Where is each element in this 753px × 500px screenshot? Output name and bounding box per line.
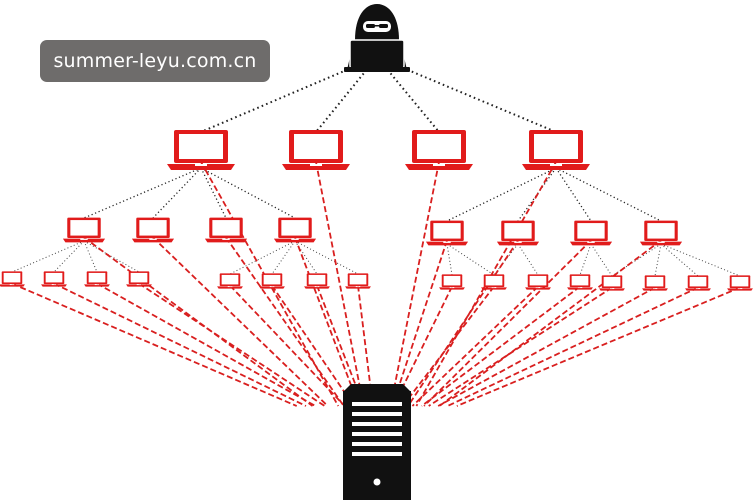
bot-laptop-icon (304, 273, 330, 289)
control-link (383, 65, 440, 133)
control-link (294, 240, 359, 275)
bot-laptop-icon (41, 271, 67, 287)
control-link (83, 240, 98, 273)
bot-laptop-icon (599, 275, 625, 291)
control-link (579, 243, 592, 276)
bot-laptop-icon (62, 217, 106, 243)
attack-link (229, 284, 346, 407)
attack-link (271, 285, 355, 407)
bot-laptop-icon (345, 273, 371, 289)
attack-link (447, 286, 699, 407)
attack-link (11, 282, 298, 407)
bot-laptop-icon (727, 275, 753, 291)
attack-link (411, 285, 539, 407)
attack-link (438, 239, 662, 407)
attack-link (428, 286, 613, 407)
control-link (611, 243, 662, 277)
control-link (446, 243, 453, 276)
control-link (83, 240, 140, 273)
attack-link (152, 236, 329, 407)
control-link (660, 243, 699, 277)
bot-laptop-icon (0, 271, 25, 287)
bot-laptop-icon (525, 274, 551, 290)
bot-laptop-icon (496, 220, 540, 246)
control-link (200, 167, 227, 219)
attack-link (294, 237, 360, 407)
attack-link (138, 282, 326, 407)
bot-laptop-icon (639, 220, 683, 246)
bot-laptop-icon (481, 274, 507, 290)
bot-laptop-icon (405, 130, 473, 170)
bot-laptop-icon (567, 274, 593, 290)
attack-link (456, 286, 741, 407)
control-link (83, 167, 202, 219)
bot-laptop-icon (522, 130, 590, 170)
attack-link (437, 286, 656, 407)
attack-link (389, 161, 440, 407)
control-link (517, 167, 557, 222)
control-link (660, 243, 741, 277)
control-link (229, 240, 296, 275)
attack-link (421, 285, 581, 407)
attack-link (53, 282, 307, 407)
bot-laptops (0, 130, 753, 291)
attacker-icon (344, 4, 410, 72)
attack-link (315, 161, 365, 407)
attack-link (407, 239, 519, 407)
attack-link (96, 282, 316, 407)
control-link (152, 167, 202, 219)
bot-laptop-icon (84, 271, 110, 287)
control-link (11, 240, 85, 273)
control-link (555, 167, 592, 222)
bot-laptop-icon (642, 275, 668, 291)
control-link (590, 243, 613, 277)
attack-link (83, 236, 314, 407)
target-server-icon (343, 384, 411, 500)
attack-link (423, 239, 592, 407)
control-link (654, 243, 662, 277)
bot-laptop-icon (685, 275, 711, 291)
bot-laptop-icon (282, 130, 350, 170)
attack-link (225, 236, 345, 407)
bot-laptop-icon (259, 273, 285, 289)
attack-link (391, 240, 448, 407)
bot-laptop-icon (217, 273, 243, 289)
control-link (398, 65, 557, 133)
watermark-label: summer-leyu.com.cn (40, 40, 270, 82)
control-link (315, 65, 371, 133)
attack-link (402, 286, 495, 407)
bot-laptop-icon (569, 220, 613, 246)
control-link (271, 240, 296, 275)
control-links (11, 65, 741, 277)
attack-link (316, 285, 365, 407)
control-link (446, 167, 557, 222)
control-link (555, 167, 662, 222)
attack-links (11, 161, 741, 407)
bot-laptop-icon (126, 271, 152, 287)
bot-laptop-icon (273, 217, 317, 243)
control-link (200, 167, 296, 219)
bot-laptop-icon (425, 220, 469, 246)
bot-laptop-icon (131, 217, 175, 243)
control-link (517, 243, 539, 276)
control-link (446, 243, 495, 276)
bot-laptop-icon (439, 274, 465, 290)
control-link (53, 240, 85, 273)
control-link (200, 65, 357, 133)
bot-laptop-icon (167, 130, 235, 170)
bot-laptop-icon (204, 217, 248, 243)
